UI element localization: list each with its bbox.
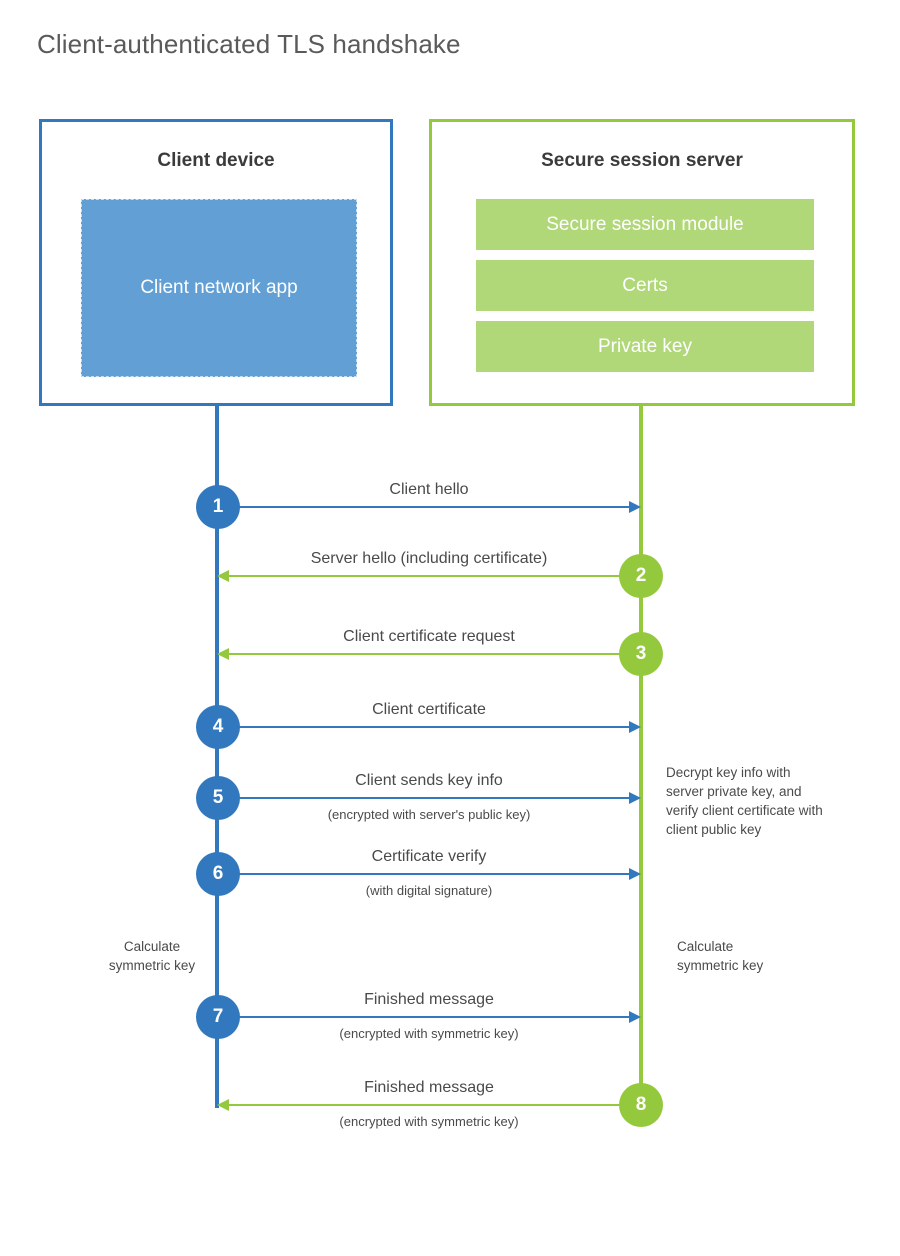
message-8-sublabel: (encrypted with symmetric key) [339,1114,519,1129]
message-8-line [229,1104,641,1106]
server-component-list: Secure session module Certs Private key [476,199,814,372]
server-calculate-note: Calculate symmetric key [677,939,764,974]
message-7-line [217,1016,629,1018]
step-badge-1: 1 [196,485,240,529]
arrow-right-icon [629,1011,641,1023]
step-badge-4: 4 [196,705,240,749]
message-1-label: Client hello [389,481,469,498]
secure-session-server-box: Secure session server Secure session mod… [429,119,855,406]
step-badge-3: 3 [619,632,663,676]
server-component-certs: Certs [476,260,814,311]
client-device-box: Client device Client network app [39,119,393,406]
message-7-label: Finished message [364,991,494,1008]
page-title: Client-authenticated TLS handshake [37,29,461,59]
arrow-right-icon [629,721,641,733]
step-badge-7: 7 [196,995,240,1039]
message-7-sublabel: (encrypted with symmetric key) [339,1026,519,1041]
server-decrypt-note: Decrypt key info with server private key… [666,765,823,838]
message-6-sublabel: (with digital signature) [365,883,493,898]
arrow-right-icon [629,792,641,804]
arrow-left-icon [217,570,229,582]
client-device-title: Client device [157,150,275,171]
message-5-label: Client sends key info [355,772,503,789]
step-badge-2: 2 [619,554,663,598]
message-3-label: Client certificate request [343,628,515,645]
arrow-right-icon [629,868,641,880]
arrow-right-icon [629,501,641,513]
message-1-line [217,506,629,508]
message-6-line [217,873,629,875]
message-2-label: Server hello (including certificate) [310,550,548,567]
server-component-secure-session-module: Secure session module [476,199,814,250]
client-lifeline [215,406,219,1108]
secure-session-server-title: Secure session server [541,150,743,171]
server-component-private-key: Private key [476,321,814,372]
message-4-line [217,726,629,728]
arrow-left-icon [217,648,229,660]
client-calculate-note: Calculate symmetric key [108,939,196,974]
step-badge-5: 5 [196,776,240,820]
message-3-line [229,653,641,655]
message-2-line [229,575,641,577]
step-badge-6: 6 [196,852,240,896]
message-4-label: Client certificate [372,701,486,718]
client-network-app-component: Client network app [81,199,357,377]
message-5-line [217,797,629,799]
message-5-sublabel: (encrypted with server's public key) [327,807,531,822]
step-badge-8: 8 [619,1083,663,1127]
arrow-left-icon [217,1099,229,1111]
message-8-label: Finished message [364,1079,494,1096]
server-lifeline [639,406,643,1108]
message-6-label: Certificate verify [371,848,487,865]
